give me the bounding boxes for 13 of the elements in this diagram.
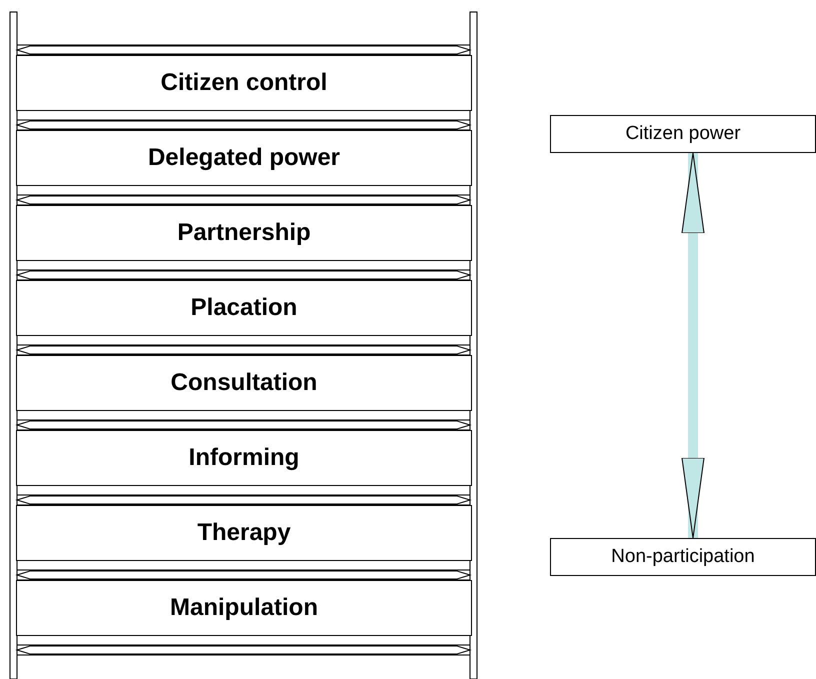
rung-label: Informing	[188, 444, 300, 472]
rung-label: Placation	[190, 294, 298, 322]
rung-label: Manipulation	[170, 594, 318, 622]
rung-label: Therapy	[197, 519, 291, 547]
category-label: Non-participation	[611, 546, 755, 568]
category-label: Citizen power	[625, 123, 741, 145]
category-box	[550, 115, 816, 153]
rung-label: Consultation	[170, 369, 318, 397]
rung-label: Delegated power	[148, 144, 340, 172]
rung-label: Partnership	[177, 219, 311, 247]
rung-label: Citizen control	[160, 69, 328, 97]
double-arrow	[682, 152, 704, 538]
category-box	[550, 538, 816, 576]
